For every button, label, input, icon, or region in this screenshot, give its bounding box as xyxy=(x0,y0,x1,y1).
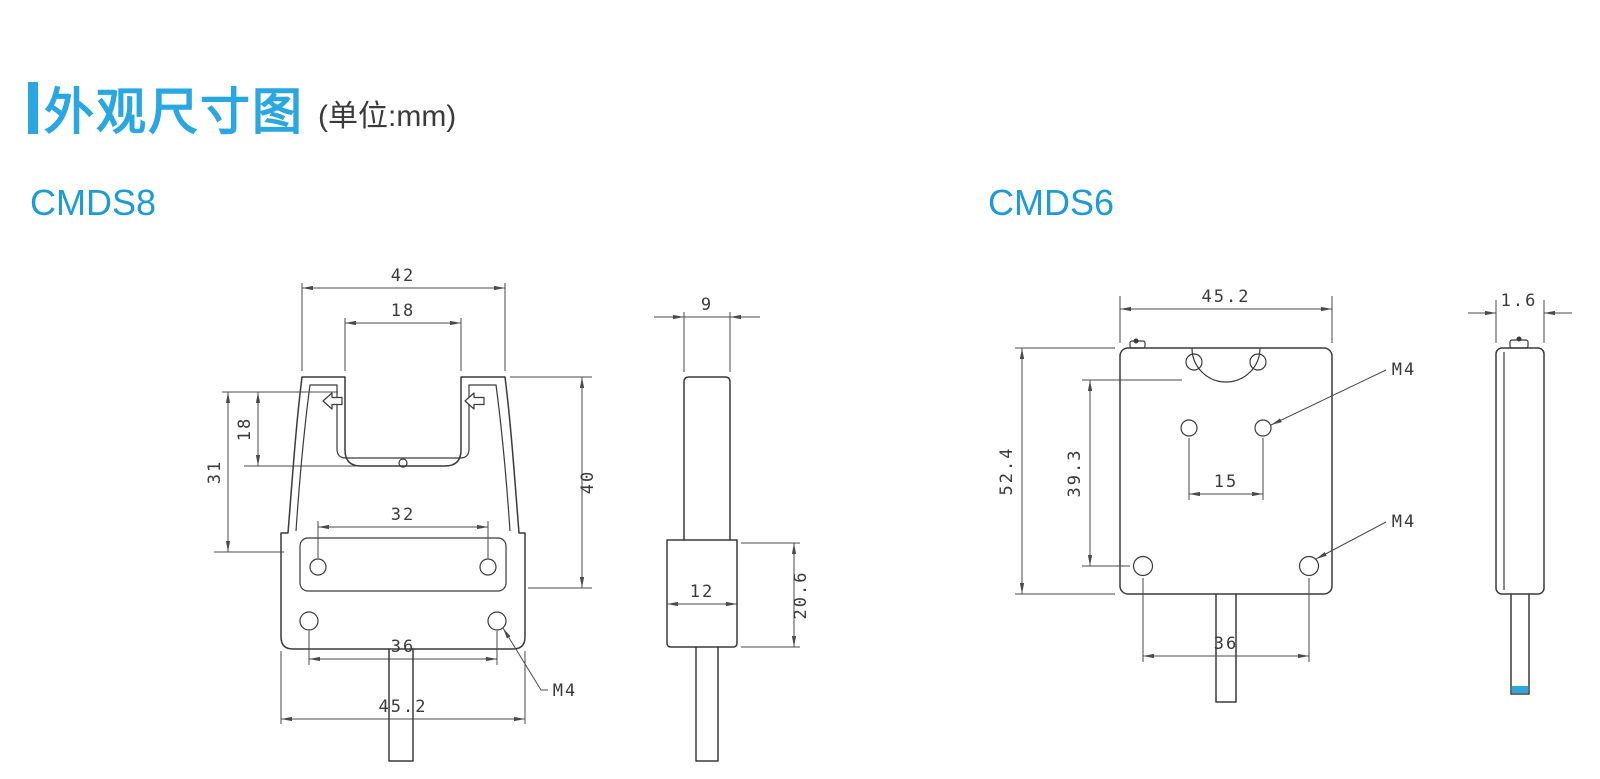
dim-cmds8-body-height: 40 xyxy=(510,376,598,589)
cmds8-front-view: 42 18 18 31 xyxy=(205,266,598,762)
dim-cmds6-overall-width: 45.2 xyxy=(1119,287,1333,343)
cmds8-cable xyxy=(388,648,414,762)
dim-text: 9 xyxy=(701,295,713,315)
cmds6-upper-hole-left xyxy=(1180,419,1198,437)
optic-arrow-icon xyxy=(322,392,343,410)
cmds6-front-view: 45.2 52.4 39.3 15 xyxy=(997,287,1416,703)
dim-text: 15 xyxy=(1214,472,1238,492)
dim-text: 32 xyxy=(391,505,415,525)
cmds8-side-cable xyxy=(695,646,719,762)
cmds6-cable-blue-mark xyxy=(1512,686,1528,693)
dim-cmds6-hole-span-height: 39.3 xyxy=(1065,379,1182,567)
unit-note: (单位:mm) xyxy=(318,100,457,133)
dim-cmds6-lower-hole-spacing: 36 xyxy=(1142,578,1310,662)
dim-text: 18 xyxy=(235,417,255,441)
screw-label: M4 xyxy=(1392,360,1416,380)
cmds6-notch-hole-left xyxy=(1185,353,1203,371)
dim-cmds6-side-top: 1.6 xyxy=(1468,291,1572,343)
cmds8-inner-hole-right xyxy=(479,558,497,576)
page-title-text: 外观尺寸图 xyxy=(44,84,304,140)
page-title: 外观尺寸图 (单位:mm) xyxy=(28,72,456,144)
dim-cmds8-overall-width: 45.2 xyxy=(280,651,526,724)
dim-cmds6-upper-hole-spacing: 15 xyxy=(1188,438,1264,500)
cmds8-inner-hole-left xyxy=(309,558,327,576)
cmds6-notch xyxy=(1191,347,1261,383)
cmds6-lower-hole-left xyxy=(1132,555,1154,577)
dim-cmds6-overall-height: 52.4 xyxy=(997,347,1115,595)
title-accent-bar xyxy=(28,82,38,134)
cmds6-cable xyxy=(1215,593,1237,703)
dim-cmds8-axis-height: 31 xyxy=(205,392,284,553)
leader-cmds6-m4-lower: M4 xyxy=(1315,512,1416,560)
dim-cmds8-mount-hole-spacing: 36 xyxy=(308,631,498,665)
cmds8-outline xyxy=(280,376,526,650)
dim-cmds8-slot-depth: 18 xyxy=(222,391,356,467)
dim-text: 36 xyxy=(391,637,415,657)
screw-label: M4 xyxy=(1392,512,1416,532)
cmds6-side-body xyxy=(1495,347,1545,595)
dim-cmds8-side-base-height: 20.6 xyxy=(741,542,811,648)
dim-text: 42 xyxy=(391,266,415,286)
cmds6-side-view: 1.6 xyxy=(1468,291,1572,695)
screw-label: M4 xyxy=(553,681,577,701)
dim-text: 39.3 xyxy=(1065,449,1085,498)
dim-text: 1.6 xyxy=(1501,291,1538,311)
dim-text: 45.2 xyxy=(1202,287,1251,307)
dim-text: 12 xyxy=(690,582,714,602)
dim-text: 20.6 xyxy=(791,571,811,620)
cmds8-slot-indicator xyxy=(398,458,408,468)
model-label-cmds6: CMDS6 xyxy=(988,182,1115,223)
dim-cmds8-inner-hole-spacing: 32 xyxy=(317,505,489,558)
cmds6-body xyxy=(1119,347,1333,595)
leader-cmds6-m4-upper: M4 xyxy=(1270,360,1416,426)
cmds8-inner-wall xyxy=(295,384,511,532)
cmds6-indicator-dot xyxy=(1133,338,1139,344)
dim-text: 31 xyxy=(205,460,225,484)
leader-cmds8-m4: M4 xyxy=(502,627,577,701)
cmds6-side-nub-dot xyxy=(1516,336,1522,342)
cmds6-notch-hole-right xyxy=(1249,353,1267,371)
dim-text: 36 xyxy=(1214,634,1238,654)
model-label-cmds8: CMDS8 xyxy=(30,182,157,223)
dim-text: 52.4 xyxy=(997,447,1017,496)
cmds6-upper-hole-right xyxy=(1254,419,1272,437)
cmds6-side-cable xyxy=(1510,593,1530,695)
dim-cmds8-side-base-thickness: 12 xyxy=(667,582,737,607)
dim-text: 40 xyxy=(578,470,598,494)
dim-text: 18 xyxy=(391,301,415,321)
dim-text: 45.2 xyxy=(379,697,428,717)
optic-arrow-icon xyxy=(464,392,485,410)
cmds8-side-upper xyxy=(683,376,731,541)
dim-cmds8-top-width: 42 xyxy=(301,266,506,371)
cmds8-side-base xyxy=(666,539,738,648)
dim-cmds8-side-top-thickness: 9 xyxy=(654,295,760,372)
cmds8-inner-block xyxy=(299,537,507,592)
cmds8-mount-hole-left xyxy=(299,611,319,631)
dim-cmds8-slot-width: 18 xyxy=(344,301,462,371)
cmds6-lower-hole-right xyxy=(1298,555,1320,577)
cmds8-side-view: 9 12 20.6 xyxy=(654,295,811,762)
cmds8-mount-hole-right xyxy=(487,611,507,631)
